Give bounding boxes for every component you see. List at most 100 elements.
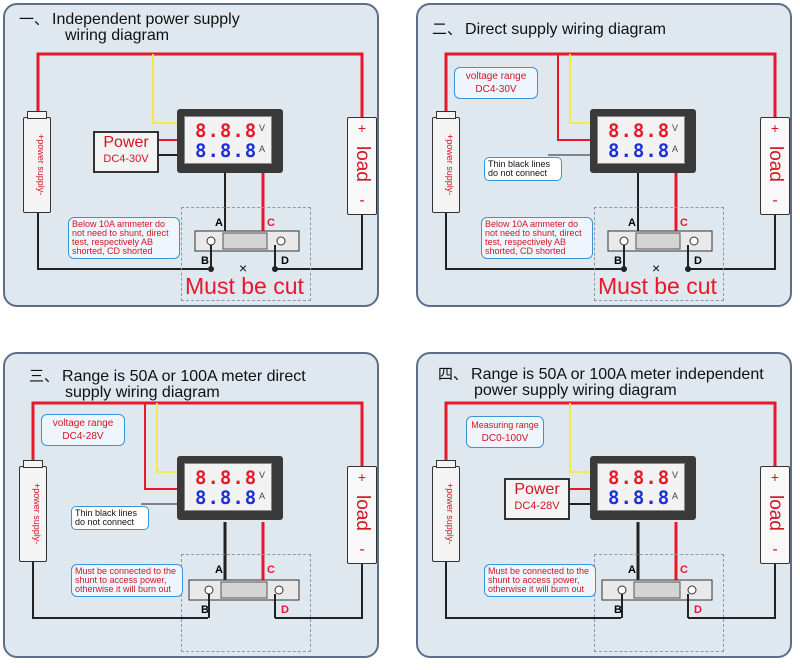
range-value: DC0-100V [481,433,529,444]
load-plus: + [770,469,780,485]
note-bubble: Must be connected to the shunt to access… [484,564,596,597]
load-device: + load - [347,117,377,215]
meter-display: 8.8.8 V 8.8.8 A [177,109,283,173]
terminal-c: C [267,217,275,229]
note-bubble: Below 10A ammeter do not need to shunt, … [68,217,180,259]
voltage-range-bubble: voltage range DC4-28V [41,414,125,446]
load-label: load [765,146,786,182]
amp-digits: 8.8.8 [608,140,671,162]
volt-unit: V [671,123,678,133]
range-value: DC4-28V [62,431,104,442]
load-device: + load - [760,466,790,564]
range-label: Measuring range [471,420,539,430]
amp-digits: 8.8.8 [195,140,258,162]
thin-lines-note: Thin black lines do not connect [71,506,149,530]
amp-unit: A [671,144,678,154]
terminal-b: B [614,255,622,267]
note-bubble: Below 10A ammeter do not need to shunt, … [481,217,593,259]
terminal-a: A [628,564,636,576]
load-label: load [765,495,786,531]
terminal-b: B [614,604,622,616]
panel-50a-direct-supply: 三、Range is 50A or 100A meter direct supp… [3,352,379,658]
load-minus: - [772,192,778,209]
load-minus: - [359,192,365,209]
power-range: DC4-28V [514,500,560,512]
volt-unit: V [258,470,265,480]
meter-display: 8.8.8 V 8.8.8 A [177,456,283,520]
voltage-digits: 8.8.8 [608,120,671,142]
amp-digits: 8.8.8 [608,487,671,509]
panel-title: 三、Range is 50A or 100A meter direct supp… [29,367,306,401]
voltage-digits: 8.8.8 [195,120,258,142]
shunt-area [594,554,724,652]
meter-display: 8.8.8 V 8.8.8 A [590,109,696,173]
load-plus: + [357,120,367,136]
note-bubble: Must be connected to the shunt to access… [71,564,183,597]
terminal-d: D [694,604,702,616]
voltage-digits: 8.8.8 [608,467,671,489]
load-plus: + [357,469,367,485]
power-supply-label: +power supply- [445,483,455,545]
terminal-c: C [680,564,688,576]
load-plus: + [770,120,780,136]
panel-title: 四、Range is 50A or 100A meter independent… [438,365,764,399]
range-label: voltage range [52,418,114,429]
range-label: voltage range [465,71,527,82]
must-cut-label: Must be cut [598,273,717,299]
load-device: + load - [347,466,377,564]
power-supply-label: +power supply- [445,134,455,196]
shunt-area [594,207,724,301]
power-label: Power [514,481,560,498]
terminal-a: A [215,217,223,229]
cut-mark: × [239,260,248,276]
shunt-area [181,207,311,301]
range-value: DC4-30V [475,84,517,95]
cut-mark: × [652,260,661,276]
load-label: load [352,495,373,531]
shunt-area [181,554,311,652]
panel-title: 一、Independent power supply wiring diagra… [19,10,240,44]
panel-50a-independent-supply: 四、Range is 50A or 100A meter independent… [416,352,792,658]
power-supply-label: +power supply- [36,134,46,196]
panel-independent-supply: 一、Independent power supply wiring diagra… [3,3,379,307]
terminal-c: C [680,217,688,229]
terminal-d: D [281,255,289,267]
amp-unit: A [258,491,265,501]
power-source-box: Power DC4-28V [504,478,570,520]
amp-unit: A [671,491,678,501]
voltage-range-bubble: voltage range DC4-30V [454,67,538,99]
power-source-box: Power DC4-30V [93,131,159,173]
power-supply: +power supply- [19,460,47,562]
terminal-d: D [281,604,289,616]
power-supply: +power supply- [432,460,460,562]
terminal-a: A [628,217,636,229]
amp-digits: 8.8.8 [195,487,258,509]
power-range: DC4-30V [103,153,149,165]
amp-unit: A [258,144,265,154]
terminal-c: C [267,564,275,576]
power-supply: +power supply- [432,111,460,213]
terminal-a: A [215,564,223,576]
terminal-b: B [201,604,209,616]
measuring-range-bubble: Measuring range DC0-100V [466,416,544,448]
wiring-lines [444,401,777,619]
power-label: Power [103,134,149,151]
terminal-d: D [694,255,702,267]
meter-display: 8.8.8 V 8.8.8 A [590,456,696,520]
terminal-b: B [201,255,209,267]
must-cut-label: Must be cut [185,273,304,299]
load-minus: - [359,541,365,558]
thin-lines-note: Thin black lines do not connect [484,157,562,181]
volt-unit: V [258,123,265,133]
power-supply: +power supply- [23,111,51,213]
panel-direct-supply: 二、Direct supply wiring diagram voltage r… [416,3,792,307]
wiring-lines [36,52,364,272]
voltage-digits: 8.8.8 [195,467,258,489]
load-minus: - [772,541,778,558]
wiring-lines [444,52,777,272]
power-supply-label: +power supply- [32,483,42,545]
load-device: + load - [760,117,790,215]
wiring-lines [31,401,364,619]
volt-unit: V [671,470,678,480]
panel-title: 二、Direct supply wiring diagram [432,20,666,38]
